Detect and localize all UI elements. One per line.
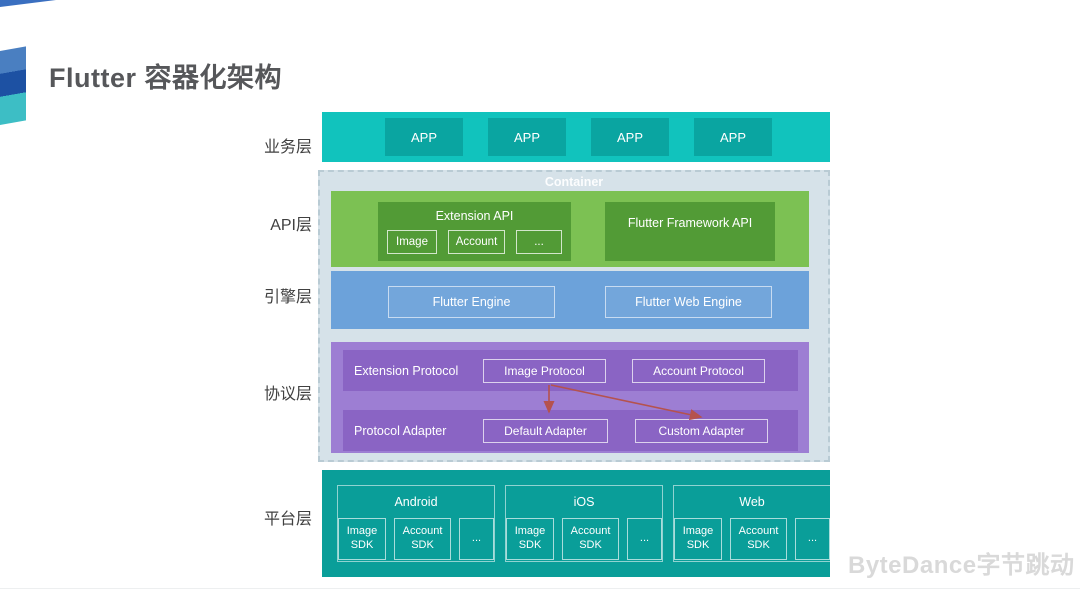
custom-adapter-box: Custom Adapter: [635, 419, 768, 443]
layer-label-platform: 平台层: [263, 511, 312, 528]
ios-group: iOS Image SDK Account SDK ...: [505, 485, 663, 562]
page-title: Flutter 容器化架构: [49, 63, 282, 93]
protocol-layer-bar: Extension Protocol Image Protocol Accoun…: [331, 342, 809, 453]
image-sdk-box: Image SDK: [338, 518, 386, 560]
business-layer-bar: APP APP APP APP: [322, 112, 830, 162]
extension-protocol-title: Extension Protocol: [354, 363, 459, 378]
account-sdk-box: Account SDK: [562, 518, 619, 560]
more-sdk-box: ...: [627, 518, 662, 560]
extension-api-title: Extension API: [435, 209, 514, 223]
extension-protocol-row: Extension Protocol Image Protocol Accoun…: [343, 350, 798, 391]
extension-api-box: Extension API Image Account ...: [378, 202, 571, 261]
web-group-title: Web: [739, 495, 765, 509]
platform-layer-bar: Android Image SDK Account SDK ... iOS Im…: [322, 470, 831, 577]
app-box: APP: [385, 118, 463, 156]
protocol-adapter-title: Protocol Adapter: [354, 423, 447, 438]
image-protocol-box: Image Protocol: [483, 359, 606, 383]
web-group: Web Image SDK Account SDK ...: [673, 485, 831, 562]
layer-label-engine: 引擎层: [263, 289, 312, 306]
flutter-engine-box: Flutter Engine: [388, 286, 555, 318]
container-label: Container: [544, 175, 604, 189]
image-api-box: Image: [387, 230, 437, 254]
layer-label-business: 业务层: [263, 139, 312, 156]
app-box: APP: [694, 118, 772, 156]
corner-decoration: [0, 0, 56, 7]
flutter-framework-api-box: Flutter Framework API: [605, 202, 775, 261]
account-protocol-box: Account Protocol: [632, 359, 765, 383]
api-layer-bar: Extension API Image Account ... Flutter …: [331, 191, 809, 267]
bytedance-watermark: ByteDance字节跳动: [848, 552, 1075, 579]
bytedance-logo-icon: [0, 46, 26, 126]
flutter-web-engine-box: Flutter Web Engine: [605, 286, 772, 318]
protocol-adapter-row: Protocol Adapter Default Adapter Custom …: [343, 410, 798, 451]
image-sdk-box: Image SDK: [674, 518, 722, 560]
android-group: Android Image SDK Account SDK ...: [337, 485, 495, 562]
account-sdk-box: Account SDK: [394, 518, 451, 560]
engine-layer-bar: Flutter Engine Flutter Web Engine: [331, 271, 809, 329]
android-group-title: Android: [394, 495, 438, 509]
more-api-box: ...: [516, 230, 562, 254]
account-sdk-box: Account SDK: [730, 518, 787, 560]
app-box: APP: [488, 118, 566, 156]
account-api-box: Account: [448, 230, 505, 254]
extension-api-items: Image Account ...: [378, 230, 571, 254]
image-sdk-box: Image SDK: [506, 518, 554, 560]
layer-label-api: API层: [270, 217, 312, 234]
layer-label-protocol: 协议层: [263, 386, 312, 403]
app-box: APP: [591, 118, 669, 156]
slide-bottom-edge: [0, 588, 1080, 589]
ios-group-title: iOS: [573, 495, 595, 509]
more-sdk-box: ...: [795, 518, 830, 560]
more-sdk-box: ...: [459, 518, 494, 560]
default-adapter-box: Default Adapter: [483, 419, 608, 443]
